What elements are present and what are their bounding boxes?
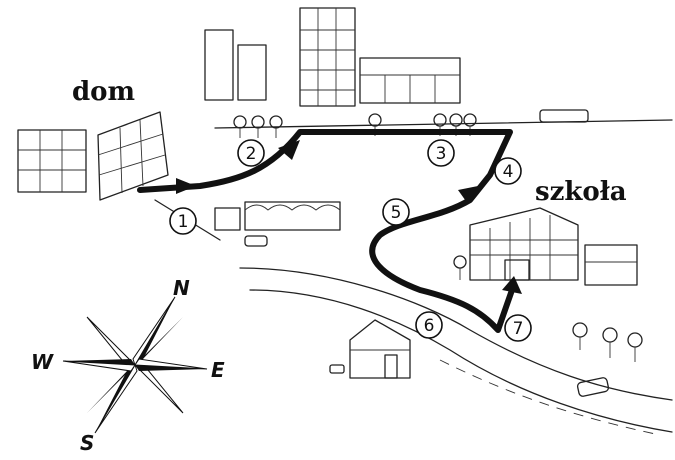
warehouse: [214, 201, 341, 247]
tower-2: [237, 44, 267, 101]
car-on-road: [576, 377, 610, 397]
main-road-lower-edge: [249, 289, 673, 433]
svg-text:3: 3: [436, 144, 447, 164]
route-arrow-2: [278, 140, 300, 160]
compass-rose: N S E W: [31, 276, 225, 455]
waypoint-markers: 1 2 3 4 5 6 7: [169, 139, 532, 342]
route-path: [137, 129, 522, 333]
cottage: [329, 319, 411, 379]
route-arrow-7: [502, 276, 522, 294]
compass-south-label: S: [80, 431, 94, 455]
compass-west-label: W: [31, 350, 54, 374]
apartment-block-back: [17, 129, 87, 193]
background-buildings: [204, 7, 589, 123]
compass-east-label: E: [211, 358, 225, 382]
parked-car: [244, 235, 268, 247]
waypoint-4: 4: [494, 157, 522, 185]
home-label: dom: [72, 77, 135, 107]
waypoint-1: 1: [169, 207, 197, 235]
svg-text:1: 1: [178, 212, 189, 232]
school-building: [469, 207, 579, 281]
main-road-centerline: [439, 359, 661, 436]
svg-text:2: 2: [246, 144, 257, 164]
route-arrow-4: [458, 186, 478, 204]
cottage-house: [349, 319, 411, 379]
warehouse-building: [244, 201, 341, 231]
svg-text:7: 7: [513, 319, 524, 339]
roads: [154, 119, 673, 436]
waypoint-3: 3: [427, 139, 455, 167]
svg-text:4: 4: [503, 162, 514, 182]
waypoint-6: 6: [415, 311, 443, 339]
waypoint-7: 7: [504, 314, 532, 342]
small-shed: [214, 207, 241, 231]
school-label: szkoła: [535, 177, 627, 207]
tall-office-building: [299, 7, 356, 107]
waypoint-2: 2: [237, 139, 265, 167]
school-annex: [584, 244, 638, 286]
route-line: [137, 129, 515, 333]
school-buildings: szkoła: [469, 177, 638, 286]
home-apartment-block: [97, 111, 169, 201]
tower-1: [204, 29, 234, 101]
svg-text:6: 6: [424, 316, 435, 336]
waypoint-5: 5: [382, 198, 410, 226]
small-car: [329, 364, 345, 374]
svg-text:5: 5: [391, 203, 402, 223]
bus: [539, 109, 589, 123]
home-buildings: dom: [17, 77, 169, 201]
top-road-edge: [214, 119, 673, 129]
compass-north-label: N: [173, 276, 190, 300]
route-arrow-1: [176, 178, 196, 194]
school-entrance: [504, 259, 530, 281]
main-road-upper-edge: [239, 267, 673, 401]
